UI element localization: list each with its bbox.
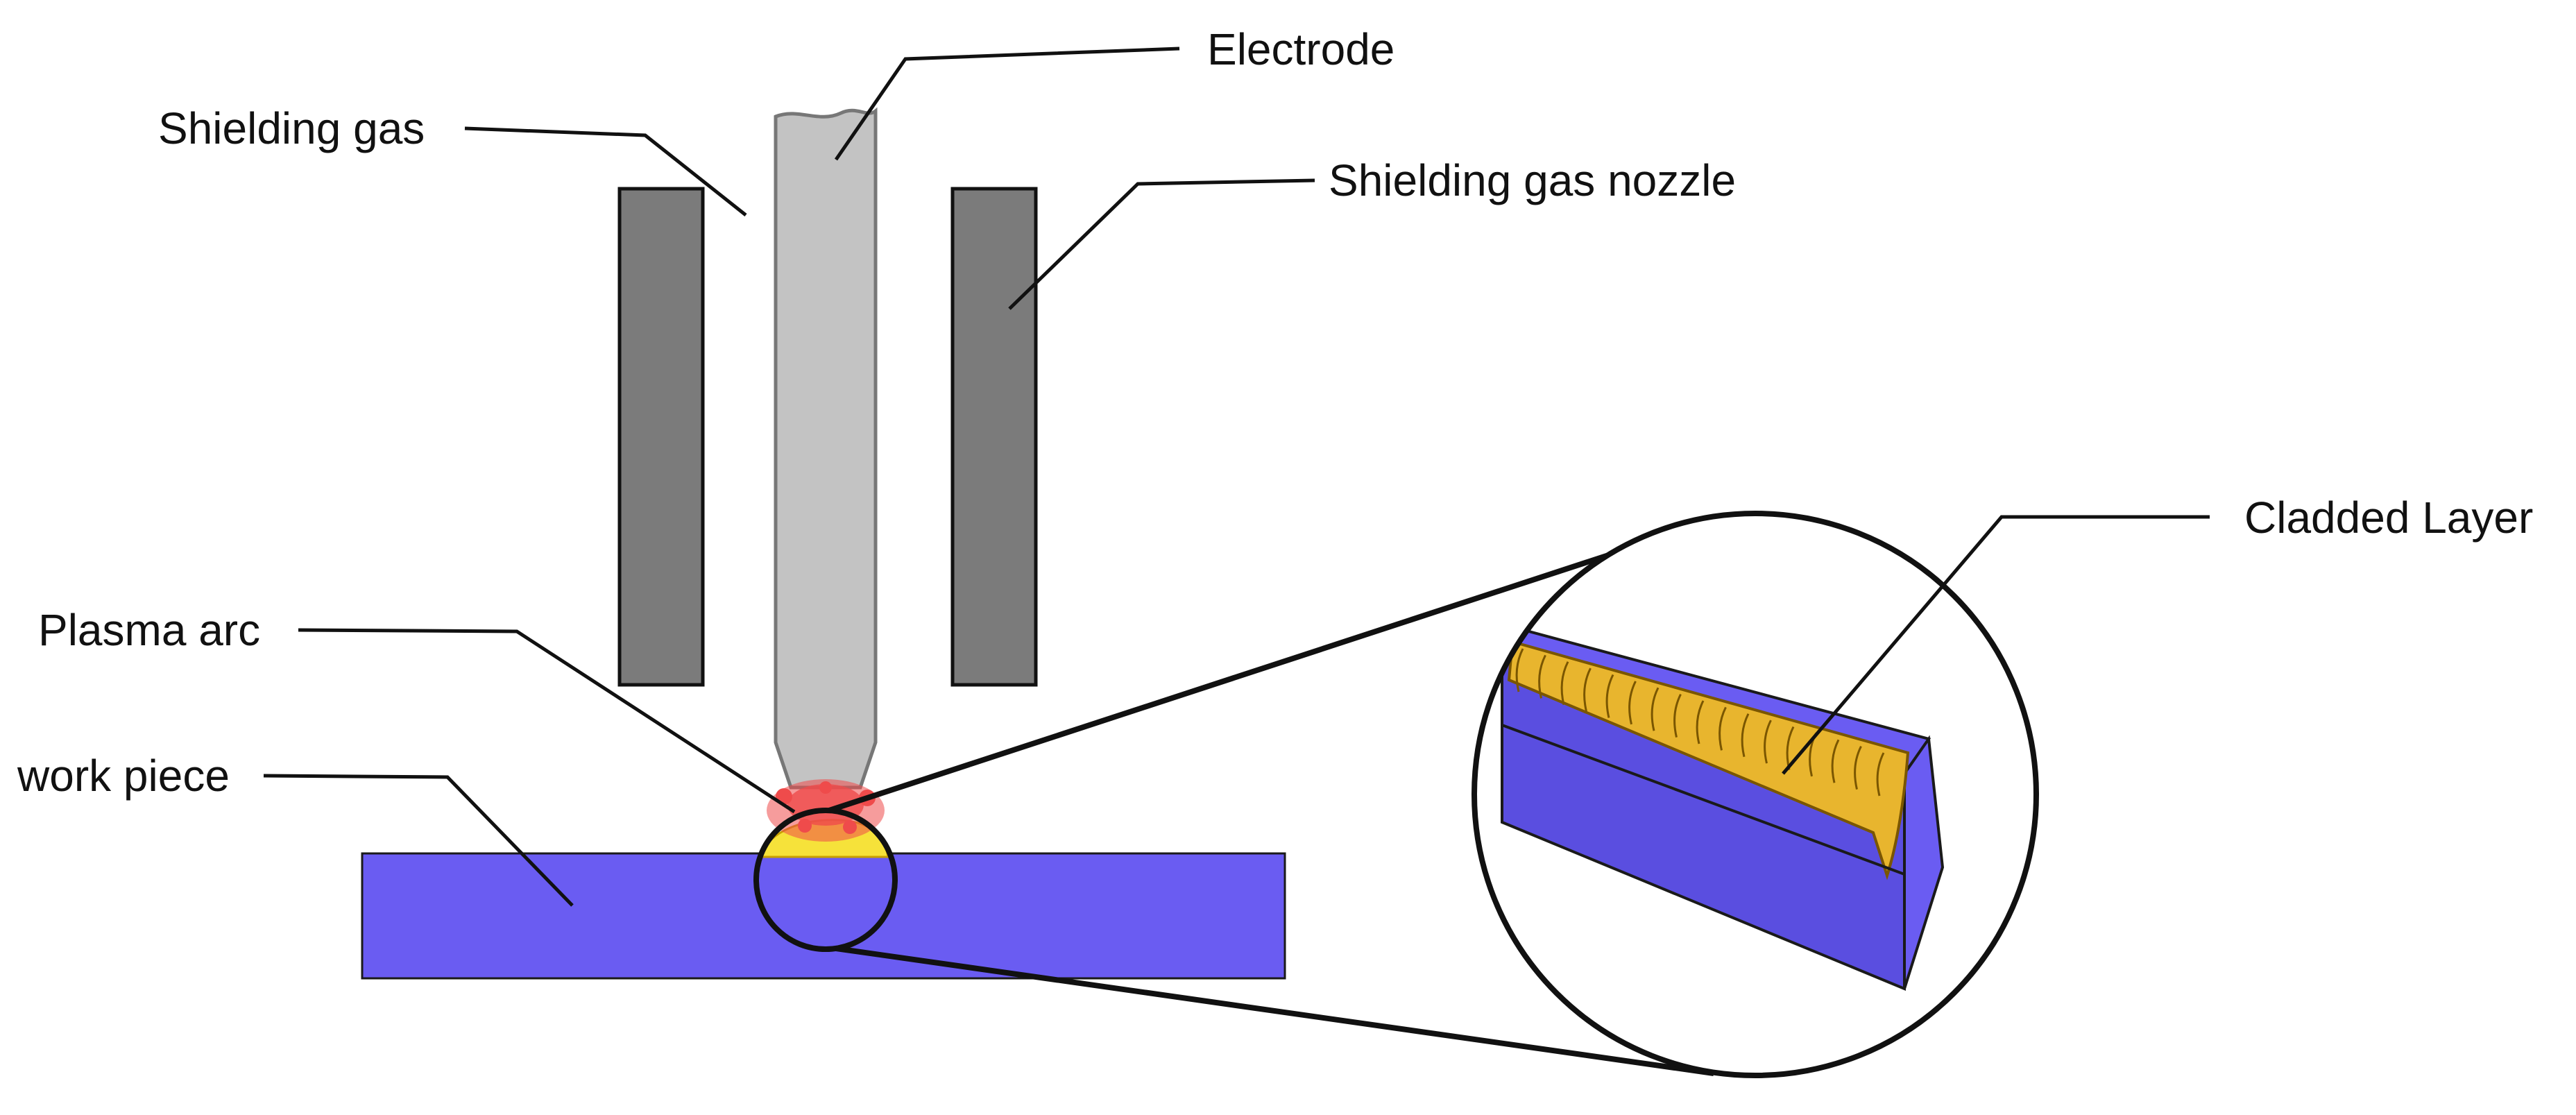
bead-ripple: [1764, 720, 1772, 764]
nozzle-left-wall: [617, 187, 705, 687]
bead-ripple: [1718, 706, 1727, 751]
bead-ripple: [1650, 687, 1660, 731]
bead-ripple: [1876, 752, 1885, 797]
nozzle-right-wall: [950, 187, 1038, 687]
bead-ripple: [1831, 739, 1840, 783]
bead-ripple: [1605, 674, 1614, 718]
leader-plasma-arc: [298, 628, 796, 814]
label-work-piece: work piece: [17, 751, 230, 801]
label-shielding-gas: Shielding gas: [158, 103, 425, 153]
label-shielding-gas-nozzle: Shielding gas nozzle: [1329, 155, 1736, 205]
leader-shielding-gas-nozzle: [1008, 178, 1315, 310]
zoom-line-top: [828, 535, 1663, 813]
electrode: [774, 107, 878, 790]
label-plasma-arc: Plasma arc: [38, 605, 260, 655]
leader-work-piece: [263, 774, 574, 907]
label-electrode: Electrode: [1207, 24, 1394, 74]
bead-ripple: [1538, 654, 1546, 699]
bead-ripple: [1854, 745, 1862, 790]
leader-cladded-layer: [1782, 515, 2210, 775]
work-piece: [361, 852, 1286, 980]
bead-ripple: [1696, 700, 1705, 744]
zoom-line-bottom: [835, 946, 1714, 1076]
zoom-detail-outline: [1472, 511, 2039, 1078]
magnifier-source-circle: [753, 808, 898, 952]
bead-ripple: [1628, 681, 1637, 725]
bar-edge-line: [1501, 724, 1905, 876]
bead-ripple: [1560, 661, 1569, 706]
bead-ripple: [1673, 693, 1682, 738]
bead-ripple: [1583, 667, 1592, 712]
bead-ripples: [1515, 648, 1885, 797]
cladded-bead: [1507, 640, 1910, 880]
label-cladded-layer: Cladded Layer: [2244, 493, 2533, 543]
bead-ripple: [1515, 648, 1524, 692]
leader-shielding-gas: [464, 126, 747, 216]
leader-electrode: [834, 46, 1180, 161]
bead-ripple: [1741, 713, 1750, 758]
bar-end-face: [1903, 735, 1945, 989]
zoom-detail: [1500, 626, 1945, 991]
